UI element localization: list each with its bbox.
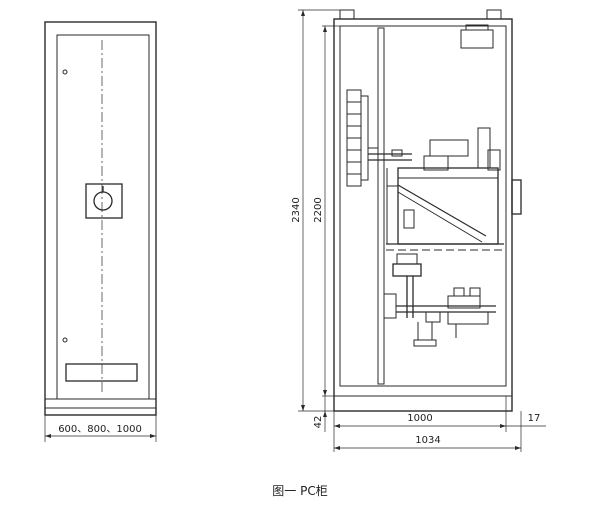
side-inner-frame xyxy=(339,25,507,387)
height-total-label: 2340 xyxy=(291,197,302,222)
base-height-label: 42 xyxy=(313,416,324,429)
lower-busbar-assembly xyxy=(383,253,496,347)
terminal-stack xyxy=(346,89,378,187)
side-view xyxy=(298,9,546,452)
side-offset-label: 17 xyxy=(528,413,541,424)
lifting-lug-left xyxy=(339,9,355,20)
front-cabinet-outline xyxy=(44,21,157,416)
front-handle-knob xyxy=(93,191,113,211)
circuit-breaker xyxy=(386,127,501,245)
front-view xyxy=(44,21,157,442)
front-width-label: 600、800、1000 xyxy=(58,424,142,435)
vertical-rail xyxy=(377,27,385,385)
side-cabinet-outline xyxy=(333,18,513,412)
top-terminal-box xyxy=(460,29,494,49)
front-handle-plate xyxy=(85,183,123,219)
front-hinge-top xyxy=(62,69,68,75)
side-handle xyxy=(511,179,522,215)
front-hinge-bottom xyxy=(62,337,68,343)
depth-label: 1000 xyxy=(407,413,432,424)
total-depth-label: 1034 xyxy=(415,435,440,446)
lifting-lug-right xyxy=(486,9,502,20)
figure-caption: 图一 PC柜 xyxy=(272,484,328,498)
front-nameplate xyxy=(65,363,138,382)
front-door-outline xyxy=(56,34,150,400)
height-inner-label: 2200 xyxy=(313,197,324,222)
